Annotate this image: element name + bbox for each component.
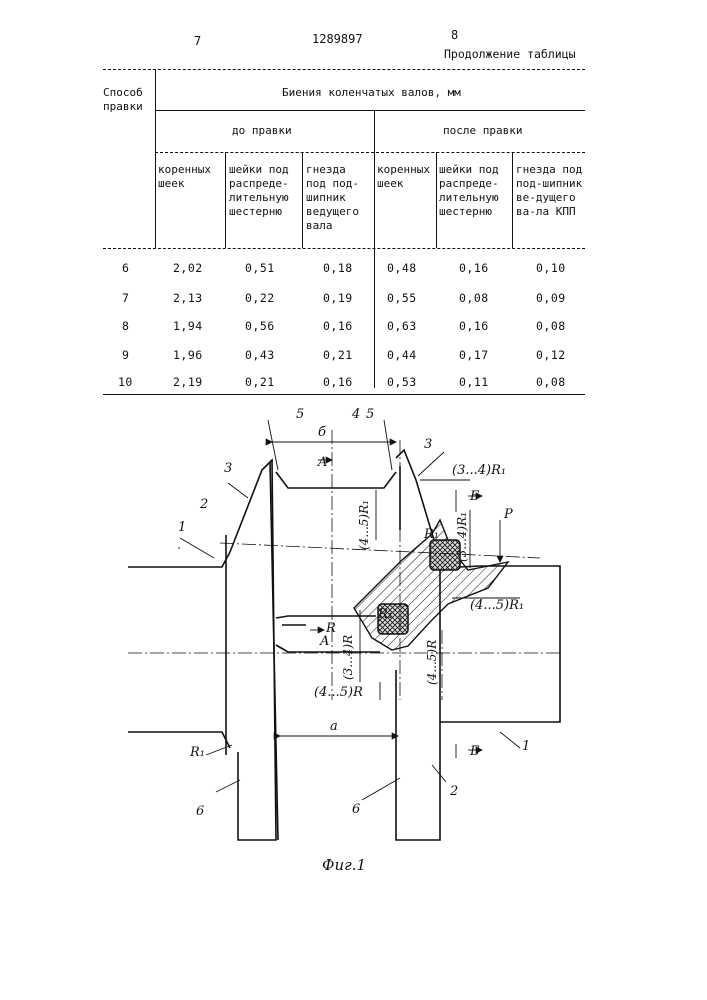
header-before: до правки [232,124,292,138]
table-cell: 0,55 [387,291,417,305]
crankshaft-drawing: 1 1 2 2 3 3 4 5 5 6 6 б a A A Б Б P R R₁… [0,400,707,920]
label-2: 2 [449,784,458,799]
label-r1: R₁ [189,745,205,760]
subheader-cell: гнезда под под-шипник ведущего вала [306,163,372,233]
subheader-cell: коренных шеек [158,163,222,191]
table-cell: 0,11 [459,375,489,389]
table-divider [374,248,375,388]
label-r1: R₁ [377,607,393,622]
table-cell: 0,21 [245,375,275,389]
dim-4-5-r1: (4...5)R₁ [470,598,524,613]
table-cell: 2,02 [173,261,203,275]
label-2: 2 [199,497,208,512]
table-cell: 0,16 [459,261,489,275]
label-4: 4 [351,407,360,422]
label-6: 6 [196,804,204,819]
table-divider [225,152,226,248]
label-section-a: A [317,455,327,470]
table-cell: 0,09 [536,291,566,305]
label-b: б [318,425,326,440]
dim-3-4-r1-vertical: (3...4)R₁ [455,512,469,562]
table-cell: 0,08 [536,375,566,389]
dim-4-5-r-vertical: (4...5)R [425,640,439,685]
figure-caption: Фиг.1 [322,856,366,874]
table-divider [155,152,585,153]
table-cell: 0,16 [459,319,489,333]
table-cell: 0,44 [387,348,417,362]
table-header-bottom-rule [103,248,585,249]
dim-3-4-r1: (3...4)R₁ [452,463,506,478]
label-3: 3 [224,461,232,476]
label-section-b: Б [469,744,480,759]
label-r: R [325,621,336,636]
label-section-a: A [319,634,329,649]
table-divider [374,111,375,248]
label-6: 6 [352,802,360,817]
subheader-cell: гнезда под под-шипник ве-дущего ва-ла КП… [516,163,584,219]
label-1: 1 [522,739,530,754]
label-force-p: P [503,507,513,522]
label-5: 5 [296,407,304,422]
table-bottom-rule [103,394,585,395]
table-cell: 0,51 [245,261,275,275]
header-after: после правки [443,124,522,138]
label-section-b: Б [469,489,480,504]
table-cell: 2,19 [173,375,203,389]
label-1: 1 [178,520,186,535]
header-group-title: Биения коленчатых валов, мм [282,86,461,100]
patent-number: 1289897 [312,32,363,46]
table-cell: 0,18 [323,261,353,275]
table-top-rule [103,69,585,70]
dim-3-4-r-vertical: (3...4)R [341,635,355,680]
table-cell: 9 [122,348,129,362]
table-cell: 8 [122,319,129,333]
table-cell: 7 [122,291,129,305]
page-number-right: 8 [451,28,458,42]
table-divider [512,152,513,248]
label-r1: R₁ [423,527,439,542]
table-cell: 0,16 [323,319,353,333]
table-cell: 0,17 [459,348,489,362]
table-cell: 0,12 [536,348,566,362]
subheader-cell: коренных шеек [377,163,435,191]
table-cell: 1,94 [173,319,203,333]
table-divider [155,70,156,248]
table-cell: 0,48 [387,261,417,275]
table-divider [436,152,437,248]
table-divider [155,110,585,111]
label-5: 5 [366,407,374,422]
table-cell: 6 [122,261,129,275]
dim-4-5-r: (4...5)R [314,685,363,700]
table-cell: 1,96 [173,348,203,362]
table-cell: 0,19 [323,291,353,305]
table-cell: 0,56 [245,319,275,333]
subheader-cell: шейки под распреде-лительную шестерню [439,163,511,219]
table-cell: 0,08 [536,319,566,333]
table-cell: 2,13 [173,291,203,305]
label-a: a [330,719,338,734]
table-cell: 0,63 [387,319,417,333]
dim-4-5-r1-vertical: (4...5)R₁ [357,500,371,550]
page-number-left: 7 [194,34,201,48]
table-cell: 0,08 [459,291,489,305]
table-cell: 0,53 [387,375,417,389]
table-cell: 0,22 [245,291,275,305]
table-cell: 0,10 [536,261,566,275]
continuation-label: Продолжение таблицы [444,47,576,61]
table-cell: 0,16 [323,375,353,389]
label-3: 3 [424,437,432,452]
subheader-cell: шейки под распреде-лительную шестерню [229,163,301,219]
header-method: Способ правки [103,86,153,114]
table-divider [302,152,303,248]
table-cell: 0,21 [323,348,353,362]
table-cell: 10 [118,375,133,389]
table-cell: 0,43 [245,348,275,362]
